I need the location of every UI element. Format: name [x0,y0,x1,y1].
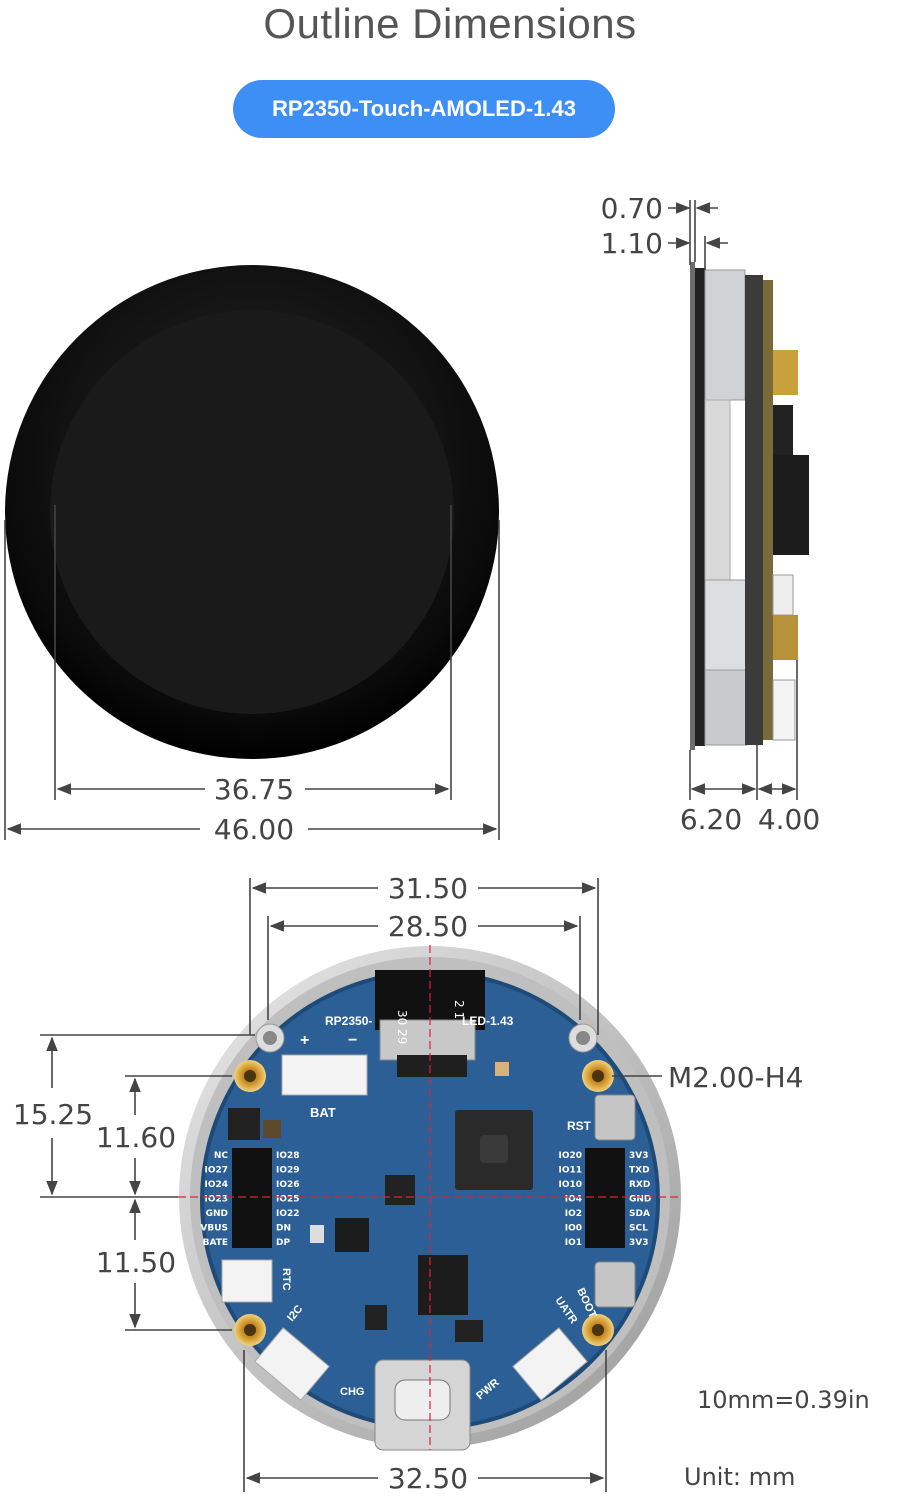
pin-label: BATE [203,1238,228,1248]
front-view: 36.75 46.00 [4,265,500,846]
silk-model-left: RP2350- [325,1014,372,1028]
i2c-connector [254,1327,330,1401]
pin-label: IO24 [204,1180,228,1190]
pin-label: SCL [629,1224,648,1234]
pin-label: IO25 [276,1195,300,1205]
boot-button [594,1261,636,1308]
back-offset-bottom-label: 11.50 [96,1246,176,1279]
svg-text:+: + [300,1032,309,1049]
side-connector-depth-label: 4.00 [758,803,820,836]
pin-label: IO20 [558,1151,582,1161]
pin-label: 3V3 [629,1238,649,1248]
rtc-connector [221,1259,273,1303]
uart-connector [512,1327,588,1401]
pin-label: VBUS [200,1224,228,1234]
pin-label: IO26 [276,1180,300,1190]
side-panel [695,268,705,746]
model-badge: RP2350-Touch-AMOLED-1.43 [233,80,615,138]
right-pin-header [585,1148,625,1248]
pin-label: IO23 [204,1195,228,1205]
pin-label: IO0 [565,1224,582,1234]
fpc-pin-label-b: 2 1 [452,1000,466,1019]
silk-rtc: RTC [280,1268,292,1291]
svg-text:−: − [348,1032,357,1049]
silk-rst: RST [567,1119,592,1133]
back-offset-top-outer-label: 15.25 [13,1098,93,1131]
battery-connector [281,1054,368,1096]
pin-label: IO2 [565,1209,582,1219]
silk-chg: CHG [340,1386,364,1398]
side-glass-thickness-label: 0.70 [601,192,663,225]
pin-label: IO11 [558,1166,582,1176]
pin-label: IO1 [565,1238,582,1248]
pin-label: IO29 [276,1166,300,1176]
pin-label: DP [276,1238,290,1248]
back-offset-top-inner-label: 11.60 [96,1121,176,1154]
pin-label: GND [206,1209,228,1219]
pin-label: IO28 [276,1151,300,1161]
pin-label: IO27 [204,1166,228,1176]
page-title: Outline Dimensions [263,0,637,47]
front-display-width-label: 36.75 [214,773,294,806]
front-overall-width-label: 46.00 [214,813,294,846]
back-bottom-width-label: 32.50 [388,1462,468,1495]
pin-label: IO22 [276,1209,300,1219]
unit-note: Unit: mm [684,1463,796,1491]
pin-label: IO4 [565,1195,582,1205]
side-view: 0.70 1.10 6.20 4.00 [601,192,821,836]
silk-bat: BAT [310,1105,336,1120]
side-body-depth-label: 6.20 [680,803,742,836]
pin-label: IO10 [558,1180,582,1190]
rst-button [594,1094,636,1141]
back-hole-spacing-outer-label: 31.50 [388,872,468,905]
side-glass [690,262,695,750]
display-panel [50,310,454,714]
back-hole-spacing-inner-label: 28.50 [388,910,468,943]
side-pcb [745,275,763,745]
silk-model-right: LED-1.43 [462,1014,514,1028]
side-panel-thickness-label: 1.10 [601,227,663,260]
left-pin-header [232,1148,272,1248]
fpc-pin-label-a: 30 29 [395,1010,409,1044]
back-view: 30 29 2 1 RP2350- LED-1.43 + − BAT [13,872,804,1495]
pin-label: SDA [629,1209,650,1219]
pin-label: NC [214,1151,229,1161]
pin-label: DN [276,1224,291,1234]
pin-label: 3V3 [629,1151,649,1161]
pin-label: RXD [629,1180,650,1190]
mount-hole-spec-label: M2.00-H4 [668,1061,803,1094]
conversion-note: 10mm=0.39in [697,1386,870,1414]
pin-label: GND [629,1195,651,1205]
pin-label: TXD [629,1166,650,1176]
